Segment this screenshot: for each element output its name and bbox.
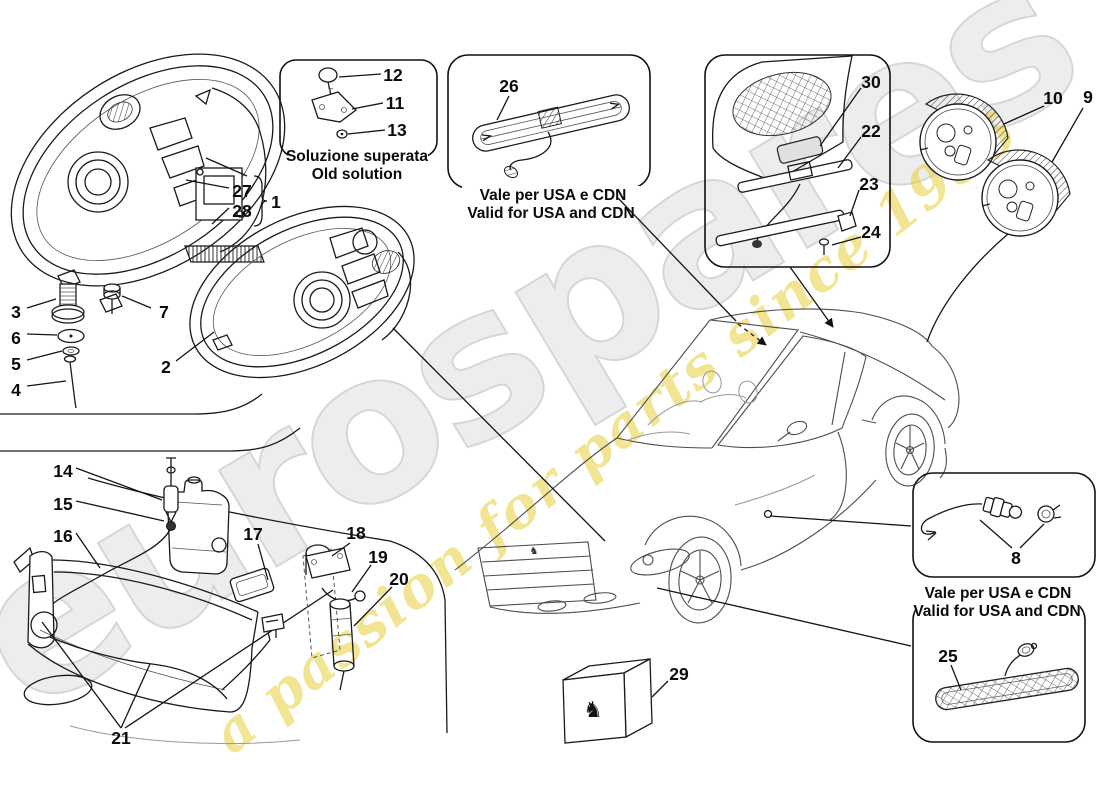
- callout-21: 21: [111, 728, 131, 748]
- callout-26: 26: [499, 76, 519, 96]
- callout-14: 14: [53, 461, 73, 481]
- parts-box: ♞ 29: [562, 657, 689, 744]
- speaker-grille: [732, 71, 832, 137]
- jet-cylinder-20: [329, 598, 355, 691]
- headlamp-assembly-group: 27 28 1: [10, 53, 286, 313]
- callout-20: 20: [389, 569, 409, 589]
- callout-4: 4: [11, 380, 21, 400]
- hose-loop: [30, 611, 58, 639]
- callout-18: 18: [346, 523, 366, 543]
- car-grille: [477, 541, 597, 607]
- headlamp-lens-group: 2: [161, 205, 606, 542]
- callout-8: 8: [1011, 548, 1021, 568]
- callout-12: 12: [383, 65, 403, 85]
- callout-30: 30: [861, 72, 881, 92]
- callout-25: 25: [938, 646, 958, 666]
- callout-1: 1: [271, 192, 281, 212]
- side-marker-location-dot: [763, 509, 773, 519]
- old-solution-note-it: Soluzione superata: [286, 148, 428, 165]
- hood-contour-sketch: [0, 393, 448, 734]
- taillight-9: [981, 149, 1071, 237]
- car-sketch: ♞: [454, 308, 960, 624]
- callout-27: 27: [232, 181, 251, 201]
- high-brake-light-box: 26 Vale per USA e CDN Valid for USA and …: [447, 54, 767, 346]
- old-bracket: [311, 91, 357, 123]
- group-brace: [253, 175, 268, 227]
- old-solution-box: 12 11 13 Soluzione superata Old solution: [279, 59, 438, 183]
- callout-9: 9: [1083, 87, 1093, 107]
- bulb-holder-box: 8: [769, 472, 1096, 578]
- callout-10: 10: [1043, 88, 1063, 108]
- callout-5: 5: [11, 354, 21, 374]
- grille-badge-horse-icon: ♞: [530, 546, 539, 557]
- usa-cdn-note-top-en: Valid for USA and CDN: [467, 205, 634, 222]
- front-bumper-group: 21: [13, 546, 334, 748]
- callout-16: 16: [53, 526, 73, 546]
- washer-jet-group: 17 18 19 20: [221, 523, 409, 691]
- old-solution-note-en: Old solution: [312, 166, 402, 183]
- jet-cover-17: [229, 567, 275, 603]
- callout-2: 2: [161, 357, 171, 377]
- fastener-set: 3 6 5 4 7: [11, 283, 169, 409]
- parcel-shelf-box: 30 22 23 24: [704, 54, 891, 328]
- prancing-horse-icon: ♞: [583, 697, 603, 722]
- callout-19: 19: [368, 547, 388, 567]
- callout-24: 24: [861, 222, 881, 242]
- front-wheel-spokes: [680, 551, 720, 604]
- usa-cdn-note-right-en: Valid for USA and CDN: [913, 603, 1080, 620]
- brake-light-clamp: [537, 106, 563, 129]
- callout-23: 23: [859, 174, 879, 194]
- callout-6: 6: [11, 328, 21, 348]
- washer-reservoir-group: 14 15 16: [44, 457, 230, 613]
- usa-cdn-note-top-it: Vale per USA e CDN: [480, 187, 627, 204]
- pump-grommet: [166, 521, 176, 531]
- washer-pump: [163, 485, 179, 513]
- mount-plate: [184, 245, 265, 263]
- callout-3: 3: [11, 302, 21, 322]
- bulb: [1037, 505, 1055, 523]
- usa-cdn-note-right-it: Vale per USA e CDN: [925, 585, 1072, 602]
- car-headlight: [630, 548, 690, 576]
- taillight-drums: 10 9: [919, 87, 1093, 343]
- callout-28: 28: [232, 201, 252, 221]
- callout-29: 29: [669, 664, 689, 684]
- callout-22: 22: [861, 121, 881, 141]
- callout-17: 17: [243, 524, 262, 544]
- washer-hose: [44, 529, 171, 613]
- bulb-socket: [982, 496, 1023, 519]
- callout-11: 11: [386, 93, 405, 113]
- callout-13: 13: [387, 120, 407, 140]
- rear-wheel-spokes: [895, 426, 925, 470]
- side-marker-box: Vale per USA e CDN Valid for USA and CDN…: [656, 584, 1086, 743]
- side-marker-lamp: [935, 667, 1079, 711]
- callout-7: 7: [159, 302, 169, 322]
- callout-15: 15: [53, 494, 73, 514]
